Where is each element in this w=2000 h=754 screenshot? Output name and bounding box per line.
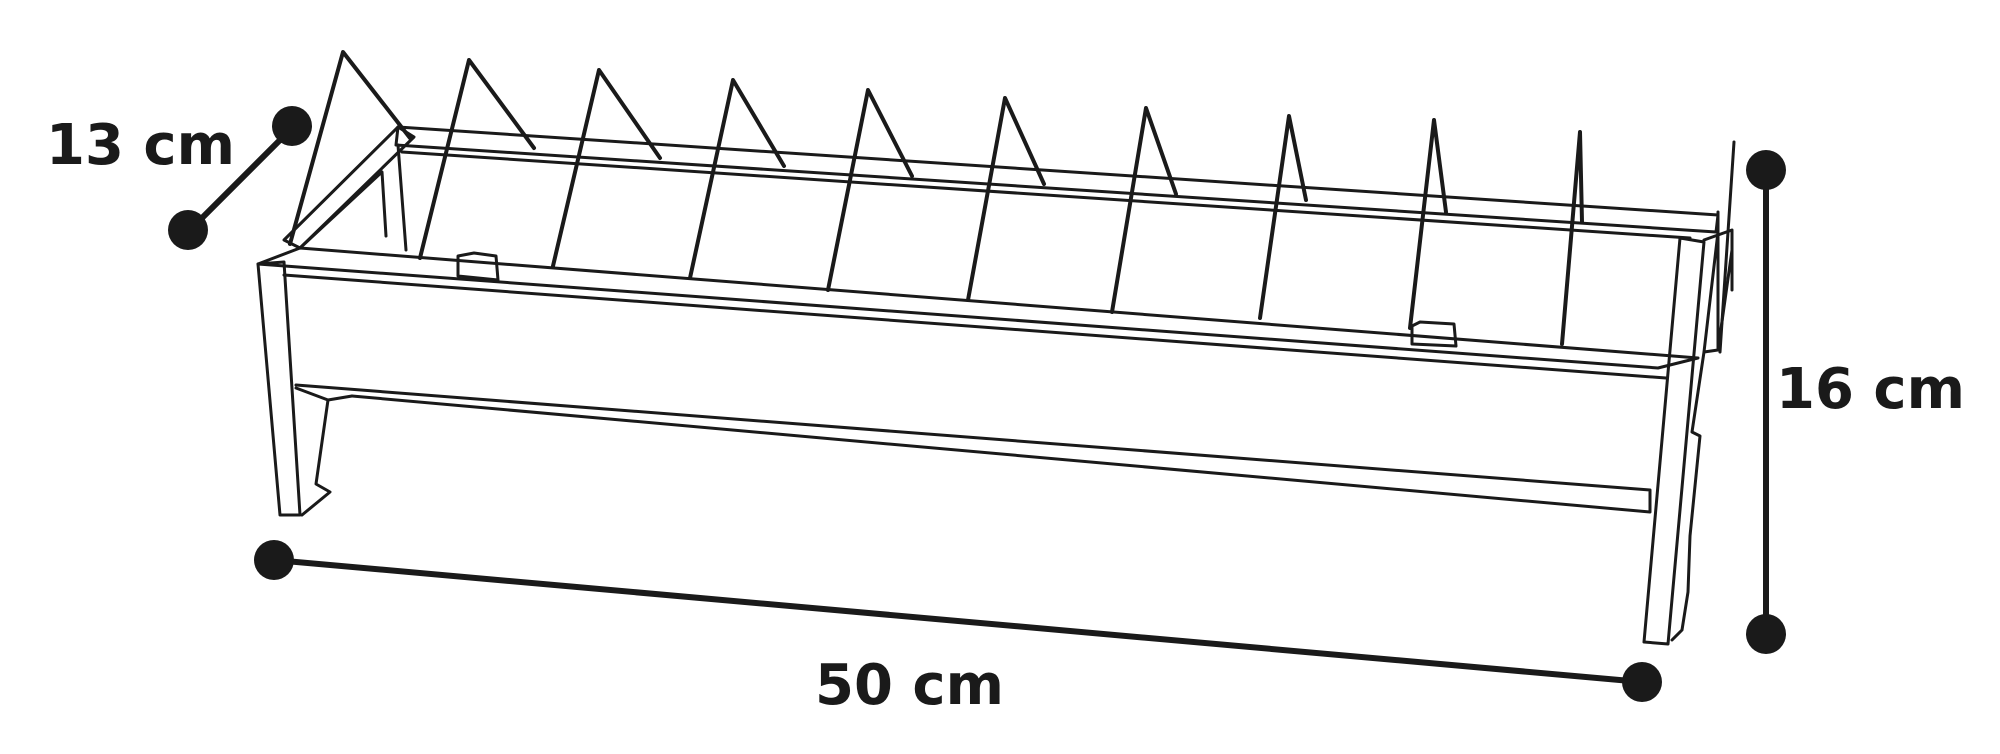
height-dimension <box>1746 150 1786 654</box>
right-end-lower <box>1670 350 1706 642</box>
depth-dimension-line <box>185 125 295 235</box>
grill-wire-10 <box>1560 130 1584 346</box>
left-side-panel <box>282 125 416 250</box>
front-bottom-rail <box>294 383 1652 514</box>
depth-label: 13 cm <box>46 113 235 178</box>
width-label: 50 cm <box>815 653 1004 718</box>
width-endpoint-dot <box>254 540 294 580</box>
depth-endpoint-dot <box>168 210 208 250</box>
height-label: 16 cm <box>1776 357 1965 422</box>
front-right-leg <box>1642 236 1706 646</box>
height-endpoint-dot <box>1746 150 1786 190</box>
back-rail-inner <box>400 150 1692 240</box>
grill-wire-1 <box>288 50 412 246</box>
front-left-leg <box>256 260 302 517</box>
left-back-post <box>396 143 408 252</box>
grill-wire-2 <box>418 58 536 260</box>
back-rail <box>394 125 1720 234</box>
grill-wire-6 <box>966 96 1046 302</box>
grill-wire-4 <box>688 78 786 280</box>
trough-body <box>256 125 1736 646</box>
width-endpoint-dot <box>1622 662 1662 702</box>
width-dimension <box>254 540 1662 702</box>
rail-clip-right <box>1410 320 1458 348</box>
right-back-post <box>1718 140 1736 354</box>
depth-endpoint-dot <box>272 106 312 146</box>
right-end-panel <box>1702 230 1734 354</box>
grill-wire-5 <box>826 88 914 292</box>
grill-wire-7 <box>1110 106 1178 314</box>
right-end-post <box>1702 210 1734 352</box>
height-endpoint-dot <box>1746 614 1786 654</box>
grill-wire-9 <box>1408 118 1448 330</box>
left-side-inner <box>298 170 388 250</box>
grill-wire-8 <box>1258 114 1308 320</box>
front-left-brace <box>294 386 332 517</box>
rail-clip-left <box>456 251 500 282</box>
grill-wire-3 <box>551 68 662 268</box>
front-rail-lower <box>282 273 1668 380</box>
wire-grill <box>288 50 1584 346</box>
front-rail <box>256 246 1700 370</box>
width-dimension-line <box>271 557 1645 685</box>
front-left-brace-edge <box>326 394 354 402</box>
depth-dimension <box>168 106 312 250</box>
